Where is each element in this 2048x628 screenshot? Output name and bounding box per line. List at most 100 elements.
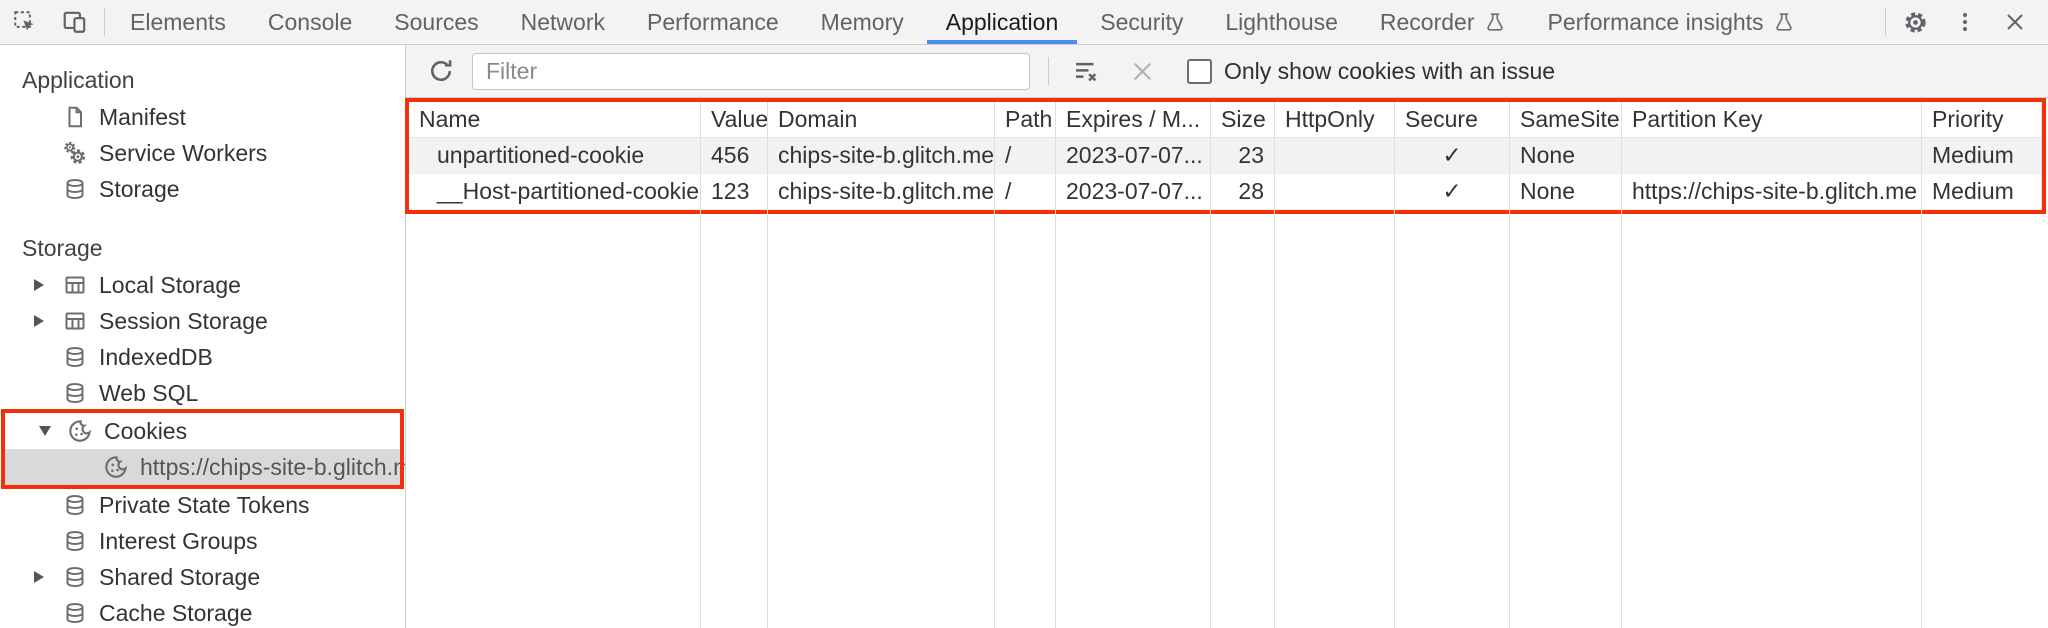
tab-label: Security [1100,8,1184,35]
sidebar-item-local-storage[interactable]: Local Storage [0,267,405,303]
kebab-menu-icon [1953,10,1977,34]
sidebar-item-label: Manifest [99,103,186,130]
cell-partition-key[interactable] [1622,138,1922,174]
cell-httponly[interactable] [1275,138,1395,174]
settings-button[interactable] [1890,0,1940,44]
cell-samesite[interactable]: None [1510,174,1622,210]
tab-memory[interactable]: Memory [800,0,925,44]
collapse-arrow-icon[interactable] [39,426,65,436]
delete-all-cookies-button[interactable] [1117,58,1167,85]
column-header-secure[interactable]: Secure [1395,102,1510,138]
application-panel: Application Manifest [0,45,2048,628]
cell-value[interactable]: 456 [701,138,768,174]
sidebar-item-service-workers[interactable]: Service Workers [0,135,405,171]
tab-console[interactable]: Console [247,0,373,44]
clear-x-icon [1129,58,1156,85]
cell-httponly[interactable] [1275,174,1395,210]
tab-lighthouse[interactable]: Lighthouse [1204,0,1359,44]
tab-recorder[interactable]: Recorder [1359,0,1527,44]
column-header-partition-key[interactable]: Partition Key [1622,102,1922,138]
tab-network[interactable]: Network [500,0,626,44]
tabbar-right-controls [1881,0,2048,44]
table-header-row: Name Value Domain Path Expires / M... Si… [409,102,2042,138]
sidebar-item-label: Web SQL [99,379,199,406]
tab-label: Performance insights [1547,8,1764,35]
sidebar-item-cookie-origin[interactable]: https://chips-site-b.glitch.me [5,449,405,485]
table-row-unpartitioned-cookie[interactable]: unpartitioned-cookie 456 chips-site-b.gl… [409,138,2042,174]
sidebar-item-shared-storage[interactable]: Shared Storage [0,559,405,595]
sidebar-item-cache-storage[interactable]: Cache Storage [0,595,405,628]
sidebar-item-label: Local Storage [99,271,241,298]
close-devtools-button[interactable] [1990,0,2040,44]
cell-value[interactable]: 123 [701,174,768,210]
table-row-host-partitioned-cookie[interactable]: __Host-partitioned-cookie 123 chips-site… [409,174,2042,210]
sidebar-item-storage[interactable]: Storage [0,171,405,207]
cell-expires[interactable]: 2023-07-07... [1056,174,1211,210]
sidebar-item-label: Interest Groups [99,527,258,554]
cookie-table: Name Value Domain Path Expires / M... Si… [405,98,2048,628]
expand-arrow-icon[interactable] [34,571,60,583]
more-options-button[interactable] [1940,0,1990,44]
cell-priority[interactable]: Medium [1922,174,2042,210]
database-icon [60,529,90,553]
column-header-expires[interactable]: Expires / M... [1056,102,1211,138]
issue-filter-checkbox[interactable] [1187,58,1212,84]
expand-arrow-icon[interactable] [34,315,60,327]
empty-column [1510,210,1622,628]
sidebar-item-indexeddb[interactable]: IndexedDB [0,339,405,375]
tab-performance-insights[interactable]: Performance insights [1527,0,1816,44]
column-header-size[interactable]: Size [1211,102,1275,138]
cell-name[interactable]: unpartitioned-cookie [409,138,701,174]
tab-elements[interactable]: Elements [109,0,247,44]
column-header-samesite[interactable]: SameSite [1510,102,1622,138]
cell-size[interactable]: 23 [1211,138,1275,174]
cell-domain[interactable]: chips-site-b.glitch.me [768,174,995,210]
inspect-element-button[interactable] [0,0,50,44]
table-grid-icon [60,273,90,297]
cell-priority[interactable]: Medium [1922,138,2042,174]
toolbar-divider [1885,8,1886,36]
cell-path[interactable]: / [995,138,1056,174]
cell-expires[interactable]: 2023-07-07... [1056,138,1211,174]
toggle-device-toolbar-button[interactable] [50,0,100,44]
toolbar-divider [104,8,105,36]
expand-arrow-icon[interactable] [34,279,60,291]
column-header-path[interactable]: Path [995,102,1056,138]
sidebar-item-cookies[interactable]: Cookies [5,413,400,449]
tab-label: Console [267,8,353,35]
clear-filter-icon [1071,56,1101,86]
cell-size[interactable]: 28 [1211,174,1275,210]
database-icon [60,345,90,369]
issue-filter-label: Only show cookies with an issue [1224,57,1556,84]
sidebar-item-label: Storage [99,175,180,202]
column-header-value[interactable]: Value [701,102,768,138]
gear-icon [1902,9,1929,36]
cell-path[interactable]: / [995,174,1056,210]
cell-samesite[interactable]: None [1510,138,1622,174]
column-header-domain[interactable]: Domain [768,102,995,138]
table-grid-icon [60,309,90,333]
tab-performance[interactable]: Performance [626,0,800,44]
refresh-button[interactable] [416,57,466,85]
filter-input[interactable] [472,52,1030,90]
cell-partition-key[interactable]: https://chips-site-b.glitch.me [1622,174,1922,210]
tab-label: Recorder [1379,8,1475,35]
column-header-name[interactable]: Name [409,102,701,138]
column-header-priority[interactable]: Priority [1922,102,2042,138]
cell-domain[interactable]: chips-site-b.glitch.me [768,138,995,174]
sidebar-item-private-state-tokens[interactable]: Private State Tokens [0,487,405,523]
sidebar-item-interest-groups[interactable]: Interest Groups [0,523,405,559]
sidebar-item-web-sql[interactable]: Web SQL [0,375,405,411]
sidebar-item-manifest[interactable]: Manifest [0,99,405,135]
clear-filter-button[interactable] [1061,56,1111,86]
cell-name[interactable]: __Host-partitioned-cookie [409,174,701,210]
column-header-httponly[interactable]: HttpOnly [1275,102,1395,138]
tab-security[interactable]: Security [1079,0,1204,44]
empty-column [1622,210,1922,628]
tab-sources[interactable]: Sources [373,0,499,44]
empty-column [1922,210,2042,628]
tab-application[interactable]: Application [925,0,1080,44]
sidebar-item-session-storage[interactable]: Session Storage [0,303,405,339]
cell-secure-checkmark[interactable]: ✓ [1395,138,1510,174]
cell-secure-checkmark[interactable]: ✓ [1395,174,1510,210]
